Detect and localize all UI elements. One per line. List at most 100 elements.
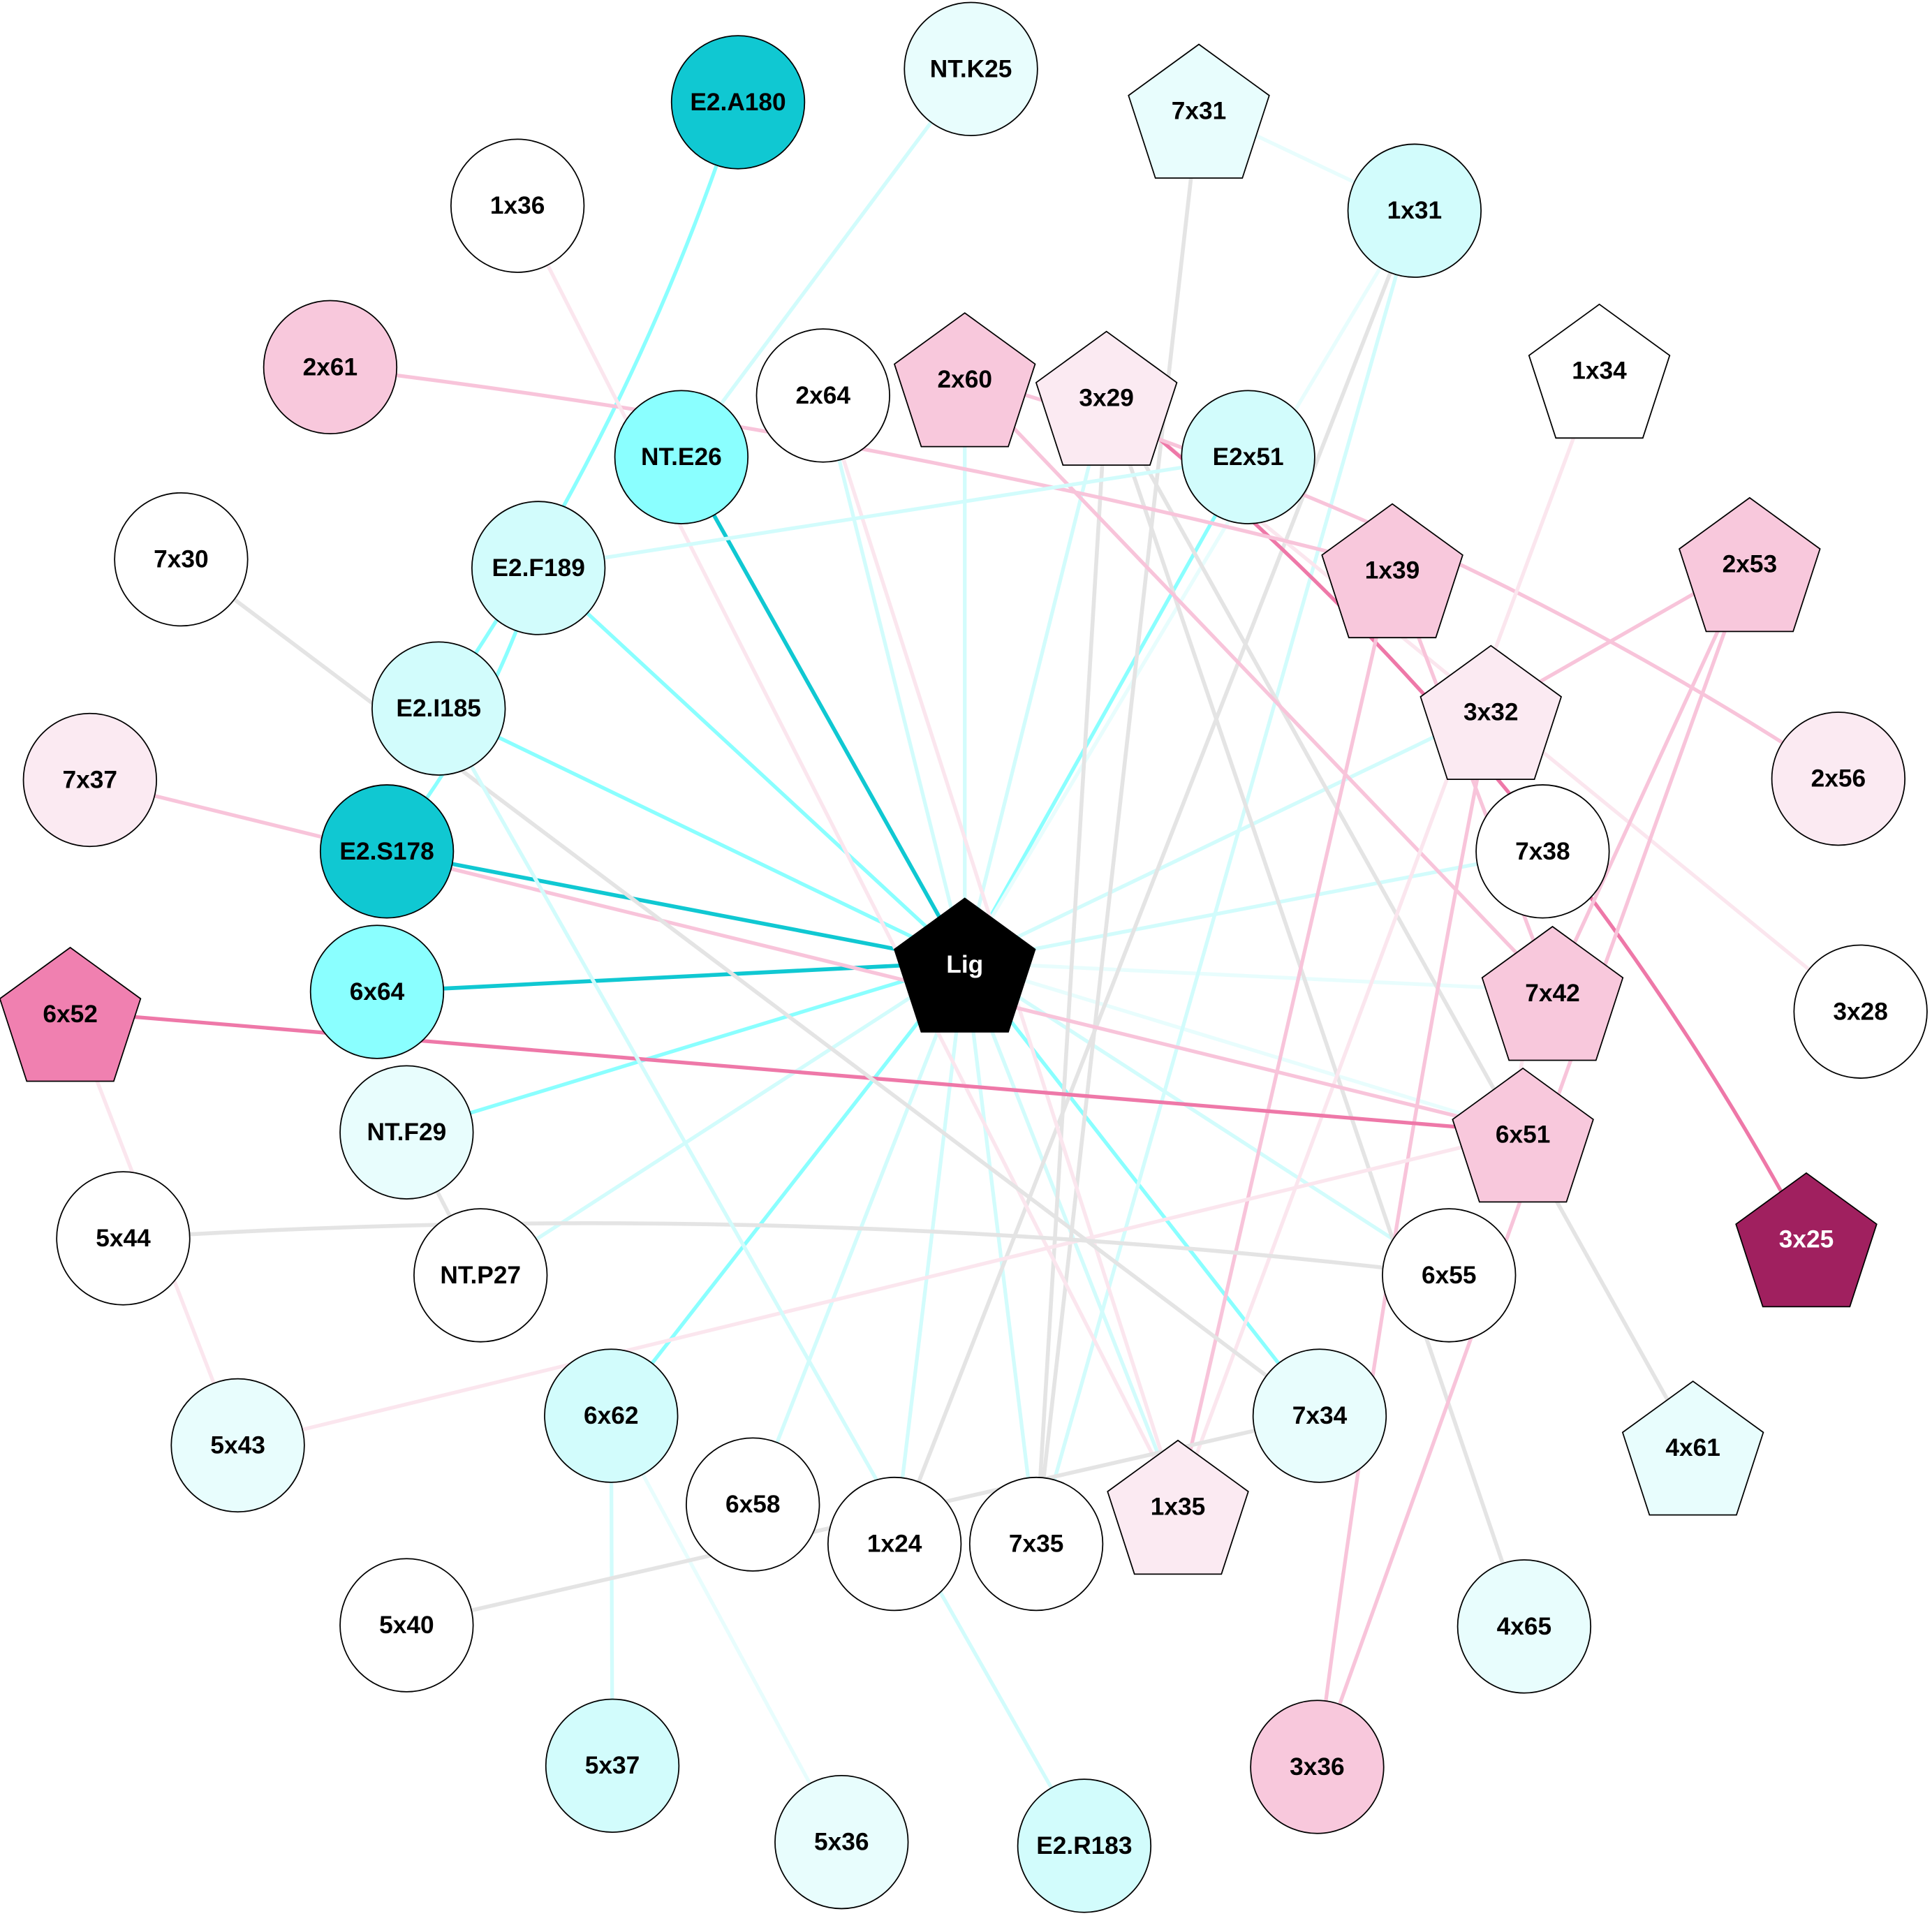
node-2x64[interactable]: 2x64 <box>755 328 890 463</box>
node-NT.F29[interactable]: NT.F29 <box>339 1065 474 1200</box>
node-label: 7x30 <box>154 546 209 573</box>
node-2x56[interactable]: 2x56 <box>1771 712 1906 846</box>
node-6x64[interactable]: 6x64 <box>309 924 445 1059</box>
edge-Lig-6x58 <box>751 961 967 1505</box>
pentagon-shape <box>1035 330 1178 466</box>
node-4x61[interactable]: 4x61 <box>1621 1380 1764 1516</box>
edge-Lig-6x55 <box>964 960 1450 1277</box>
node-3x25[interactable]: 3x25 <box>1735 1172 1878 1308</box>
circle-shape <box>614 390 749 524</box>
circle-shape <box>1181 390 1315 524</box>
pentagon-shape <box>1679 496 1821 633</box>
node-E2.F189[interactable]: E2.F189 <box>471 501 606 635</box>
circle-shape <box>319 784 455 919</box>
node-6x52[interactable]: 6x52 <box>0 946 142 1082</box>
node-label: 7x38 <box>1515 838 1570 865</box>
node-label: 3x25 <box>1779 1226 1834 1253</box>
node-label: 6x55 <box>1422 1262 1476 1289</box>
edge-5x44-6x55 <box>123 1221 1450 1278</box>
node-1x36[interactable]: 1x36 <box>450 138 585 273</box>
node-label: 6x64 <box>350 978 405 1005</box>
circle-shape <box>1475 784 1610 919</box>
circle-shape <box>1457 1559 1592 1694</box>
node-NT.E26[interactable]: NT.E26 <box>614 390 749 524</box>
node-2x61[interactable]: 2x61 <box>263 300 398 435</box>
node-E2.R183[interactable]: E2.R183 <box>1017 1778 1152 1913</box>
node-6x55[interactable]: 6x55 <box>1382 1208 1517 1343</box>
node-3x29[interactable]: 3x29 <box>1035 330 1178 466</box>
pentagon-shape <box>1621 1380 1764 1516</box>
pentagon-shape <box>1481 925 1624 1061</box>
node-2x53[interactable]: 2x53 <box>1679 496 1821 633</box>
node-label: NT.P27 <box>440 1262 521 1289</box>
edge-7x37-6x51 <box>89 778 1524 1135</box>
node-1x34[interactable]: 1x34 <box>1528 303 1671 439</box>
node-2x60[interactable]: 2x60 <box>893 312 1036 448</box>
node-5x37[interactable]: 5x37 <box>545 1698 680 1833</box>
circle-shape <box>1347 143 1482 278</box>
node-1x31[interactable]: 1x31 <box>1347 143 1482 278</box>
node-label: 3x32 <box>1463 698 1519 725</box>
node-1x39[interactable]: 1x39 <box>1321 503 1463 639</box>
node-7x30[interactable]: 7x30 <box>114 492 249 627</box>
node-label: 3x29 <box>1079 384 1134 411</box>
node-5x43[interactable]: 5x43 <box>170 1378 305 1513</box>
node-6x58[interactable]: 6x58 <box>686 1437 820 1572</box>
node-NT.K25[interactable]: NT.K25 <box>904 1 1038 136</box>
edge-1x39-1x35 <box>1176 567 1394 1505</box>
edge-Lig-1x24 <box>892 961 967 1545</box>
node-3x32[interactable]: 3x32 <box>1419 644 1563 781</box>
edge-5x43-6x51 <box>237 1130 1524 1447</box>
node-6x62[interactable]: 6x62 <box>544 1348 679 1483</box>
node-1x24[interactable]: 1x24 <box>827 1476 962 1612</box>
node-3x36[interactable]: 3x36 <box>1250 1700 1385 1834</box>
edge-Lig-6x51 <box>964 960 1524 1135</box>
pentagon-shape <box>893 897 1036 1033</box>
circle-shape <box>544 1348 679 1483</box>
node-7x35[interactable]: 7x35 <box>968 1476 1104 1612</box>
node-5x44[interactable]: 5x44 <box>56 1171 191 1306</box>
node-E2x51[interactable]: E2x51 <box>1181 390 1315 524</box>
node-1x35[interactable]: 1x35 <box>1107 1439 1249 1575</box>
circle-shape <box>56 1171 191 1306</box>
node-7x31[interactable]: 7x31 <box>1128 43 1270 179</box>
node-label: 6x58 <box>725 1491 781 1518</box>
edge-Lig-E2.I185 <box>438 707 966 964</box>
node-E2.I185[interactable]: E2.I185 <box>371 641 506 776</box>
node-5x36[interactable]: 5x36 <box>774 1774 909 1910</box>
circle-shape <box>1252 1348 1387 1483</box>
node-5x40[interactable]: 5x40 <box>339 1558 474 1693</box>
node-7x42[interactable]: 7x42 <box>1481 925 1624 1061</box>
node-7x38[interactable]: 7x38 <box>1475 784 1610 919</box>
node-E2.A180[interactable]: E2.A180 <box>670 35 806 170</box>
circle-shape <box>670 35 806 170</box>
edge-2x60-7x42 <box>963 376 1554 992</box>
circle-shape <box>339 1065 474 1200</box>
node-E2.S178[interactable]: E2.S178 <box>319 784 455 919</box>
node-7x37[interactable]: 7x37 <box>22 712 157 848</box>
node-6x51[interactable]: 6x51 <box>1452 1067 1594 1203</box>
circle-shape <box>904 1 1038 136</box>
edge-3x29-4x61 <box>1105 395 1695 1447</box>
node-3x28[interactable]: 3x28 <box>1793 944 1928 1079</box>
edge-3x29-7x35 <box>1034 395 1109 1545</box>
node-NT.P27[interactable]: NT.P27 <box>413 1208 548 1343</box>
node-label: 3x28 <box>1833 998 1888 1025</box>
node-label: 1x34 <box>1572 358 1627 385</box>
node-label: 5x40 <box>379 1612 434 1639</box>
node-label: 7x35 <box>1009 1531 1063 1558</box>
circle-shape <box>1250 1700 1385 1834</box>
edge-Lig-NT.F29 <box>406 960 966 1135</box>
edge-Lig-7x38 <box>964 849 1543 964</box>
node-label: 6x62 <box>584 1402 639 1429</box>
node-label: 4x61 <box>1665 1434 1720 1461</box>
node-4x65[interactable]: 4x65 <box>1457 1559 1592 1694</box>
node-label: 6x52 <box>43 1001 98 1028</box>
node-label: 7x42 <box>1525 980 1579 1007</box>
node-Lig[interactable]: Lig <box>893 897 1036 1033</box>
edge-Lig-6x62 <box>610 961 966 1417</box>
node-7x34[interactable]: 7x34 <box>1252 1348 1387 1483</box>
pentagon-shape <box>1528 303 1671 439</box>
node-label: E2x51 <box>1213 443 1284 471</box>
